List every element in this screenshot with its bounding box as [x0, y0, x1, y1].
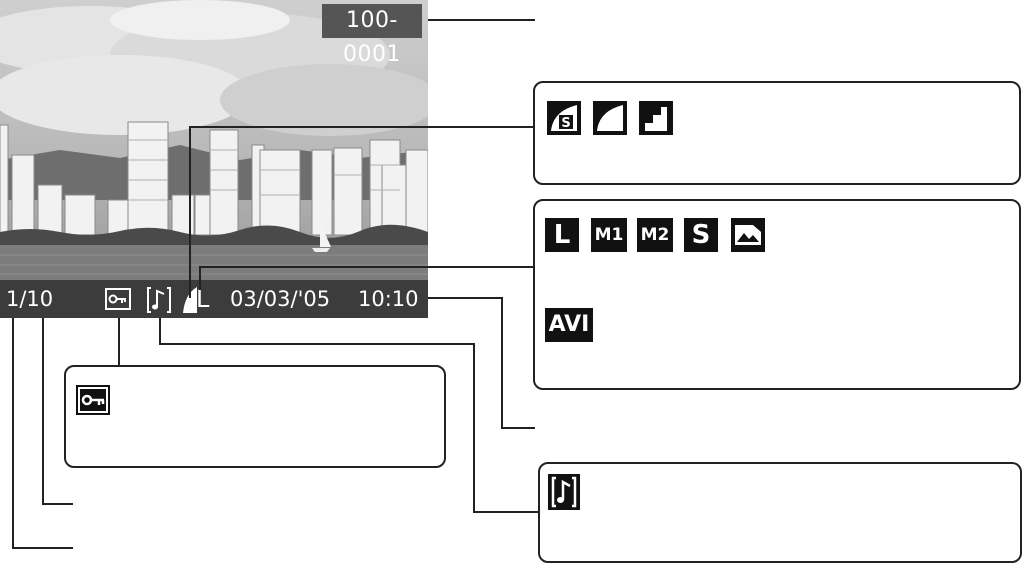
superfine-icon: S: [547, 101, 581, 135]
postcard-icon: [731, 218, 765, 252]
compression-callout: S: [533, 81, 1021, 185]
normal-icon: [639, 101, 673, 135]
frame-counter: 1/10: [6, 287, 54, 311]
key-icon: [76, 385, 110, 415]
protect-callout: [64, 365, 446, 468]
info-status-bar: 1/10 L 03/03/'05 10:10: [0, 280, 428, 318]
svg-text:S: S: [561, 116, 570, 131]
music-note-icon: [147, 287, 171, 313]
medium2-icon: M2: [637, 218, 673, 252]
large-icon: L: [545, 218, 579, 252]
music-note-icon: [548, 474, 580, 510]
size-indicator: L: [196, 285, 210, 313]
shooting-date: 03/03/'05: [230, 287, 331, 311]
key-icon: [105, 288, 131, 310]
medium1-icon: M1: [591, 218, 627, 252]
recording-pixels-callout: L M1 M2 S AVI: [533, 199, 1021, 390]
sound-memo-callout: [538, 462, 1022, 563]
shooting-time: 10:10: [358, 287, 419, 311]
movie-avi-icon: AVI: [545, 308, 593, 342]
small-icon: S: [684, 218, 718, 252]
camera-lcd-screen: 100-0001 1/10 L 03/03/'05 10:10: [0, 0, 428, 318]
file-number: 100-0001: [322, 4, 422, 67]
fine-icon: [593, 101, 627, 135]
